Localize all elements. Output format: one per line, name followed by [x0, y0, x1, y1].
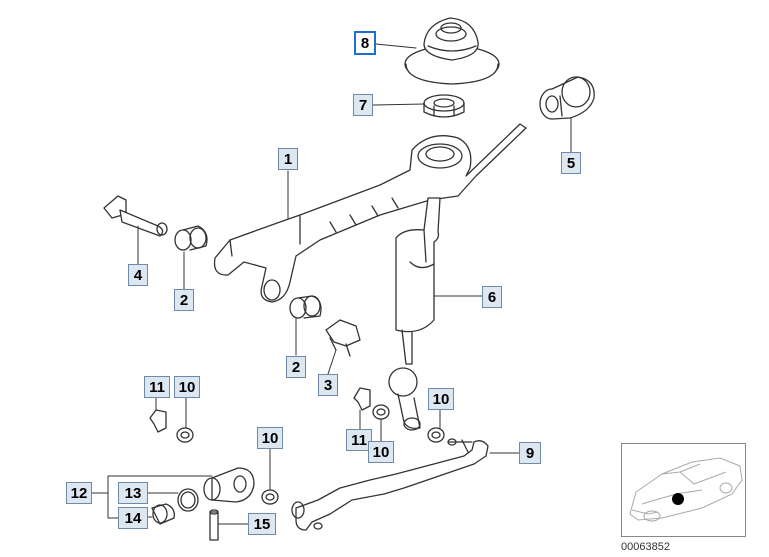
callout-2-upper[interactable]: 2 [174, 289, 194, 311]
washer-center-part [261, 489, 279, 505]
callout-6[interactable]: 6 [482, 286, 502, 308]
callout-11-left[interactable]: 11 [144, 376, 170, 398]
washer-right2-part [427, 427, 445, 443]
bushing-upper-part [174, 225, 208, 251]
shift-rod-part [291, 438, 489, 531]
diagram-reference-number: 00063852 [621, 541, 670, 553]
bearing-ring-part [423, 94, 465, 118]
callout-9[interactable]: 9 [519, 442, 541, 464]
callout-12[interactable]: 12 [66, 482, 92, 504]
circlip-part [177, 488, 199, 512]
callout-2-lower[interactable]: 2 [286, 356, 306, 378]
callout-10-right[interactable]: 10 [428, 388, 454, 410]
clip-part [325, 319, 361, 357]
vehicle-locator-inset [621, 443, 746, 537]
callout-1[interactable]: 1 [278, 148, 298, 170]
callout-13[interactable]: 13 [118, 482, 148, 504]
joint-part [203, 467, 255, 503]
washer-left-part [176, 427, 194, 443]
callout-8[interactable]: 8 [354, 31, 376, 55]
callout-10-center[interactable]: 10 [257, 427, 283, 449]
location-marker-icon [672, 493, 684, 505]
bushing-lower-part [289, 295, 322, 319]
callout-5[interactable]: 5 [561, 152, 581, 174]
callout-14[interactable]: 14 [118, 507, 148, 529]
gear-shift-boot-part [404, 17, 500, 85]
clip-small-right-part [353, 387, 371, 411]
callout-10-left[interactable]: 10 [174, 376, 200, 398]
callout-4[interactable]: 4 [128, 264, 148, 286]
clip-small-left-part [149, 409, 167, 433]
washer-right-part [372, 404, 390, 420]
car-silhouette-icon [629, 457, 743, 522]
rubber-bush-part [151, 503, 175, 525]
leader-lines [91, 43, 572, 525]
bushing-part [539, 76, 595, 120]
callout-11-right[interactable]: 11 [346, 429, 372, 451]
callout-3[interactable]: 3 [318, 374, 338, 396]
callout-10-bottom[interactable]: 10 [368, 441, 394, 463]
pin-with-clip-part [103, 195, 168, 237]
callout-7[interactable]: 7 [353, 94, 373, 116]
pin-part [209, 509, 219, 541]
selector-lever-part [213, 123, 527, 303]
shift-lever-part [388, 197, 441, 431]
callout-15[interactable]: 15 [248, 513, 276, 535]
